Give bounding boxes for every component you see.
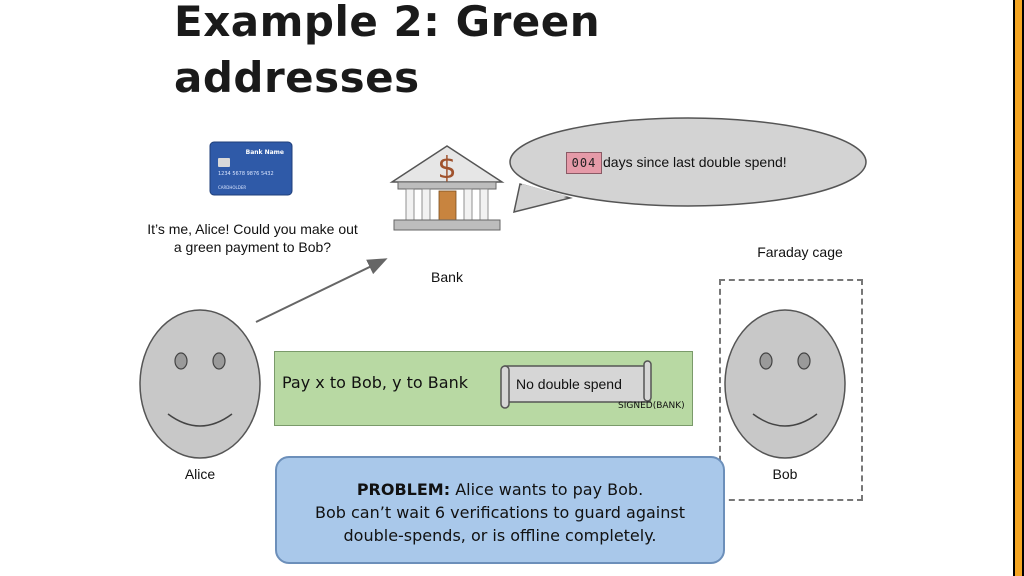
problem-box: PROBLEM: Alice wants to pay Bob. Bob can… bbox=[275, 456, 725, 564]
request-arrow bbox=[255, 258, 388, 323]
problem-heading: PROBLEM: bbox=[356, 480, 451, 499]
problem-line-1: PROBLEM: Alice wants to pay Bob. bbox=[277, 478, 723, 501]
problem-line-3: double-spends, or is offline completely. bbox=[343, 526, 657, 545]
right-accent-bar bbox=[1015, 0, 1022, 576]
speech-bubble bbox=[509, 117, 867, 214]
alice-request-line-1: It’s me, Alice! Could you make out bbox=[147, 221, 358, 237]
alice-label: Alice bbox=[184, 466, 216, 482]
bob-label: Bob bbox=[772, 466, 798, 482]
scroll-text: No double spend bbox=[516, 376, 622, 392]
problem-statement: Alice wants to pay Bob. bbox=[455, 480, 644, 499]
title-line-2: addresses bbox=[174, 53, 420, 102]
credit-card-icon: Bank Name 1234 5678 9876 5432 CARDHOLDER bbox=[209, 141, 293, 196]
card-bank-name: Bank Name bbox=[246, 149, 284, 156]
signed-label: SIGNED(BANK) bbox=[618, 401, 685, 411]
alice-face-icon bbox=[139, 309, 261, 459]
bank-building-icon: $ bbox=[389, 145, 505, 231]
problem-line-2: Bob can’t wait 6 verifications to guard … bbox=[315, 503, 685, 522]
alice-request-line-2: a green payment to Bob? bbox=[173, 239, 332, 255]
days-counter: 004 bbox=[566, 152, 602, 174]
card-holder: CARDHOLDER bbox=[218, 185, 246, 190]
faraday-cage-box bbox=[719, 279, 863, 501]
alice-request-text: It’s me, Alice! Could you make out a gre… bbox=[130, 220, 375, 256]
transaction-text: Pay x to Bob, y to Bank bbox=[282, 373, 468, 392]
bank-label: Bank bbox=[431, 269, 463, 285]
title-line-1: Example 2: Green bbox=[174, 0, 601, 46]
days-since-text: days since last double spend! bbox=[603, 154, 787, 170]
faraday-cage-label: Faraday cage bbox=[757, 244, 843, 260]
bob-face-icon bbox=[724, 309, 846, 459]
card-number: 1234 5678 9876 5432 bbox=[218, 171, 274, 177]
dollar-sign-icon: $ bbox=[437, 151, 456, 186]
slide-title: Example 2: Green addresses bbox=[174, 0, 874, 106]
